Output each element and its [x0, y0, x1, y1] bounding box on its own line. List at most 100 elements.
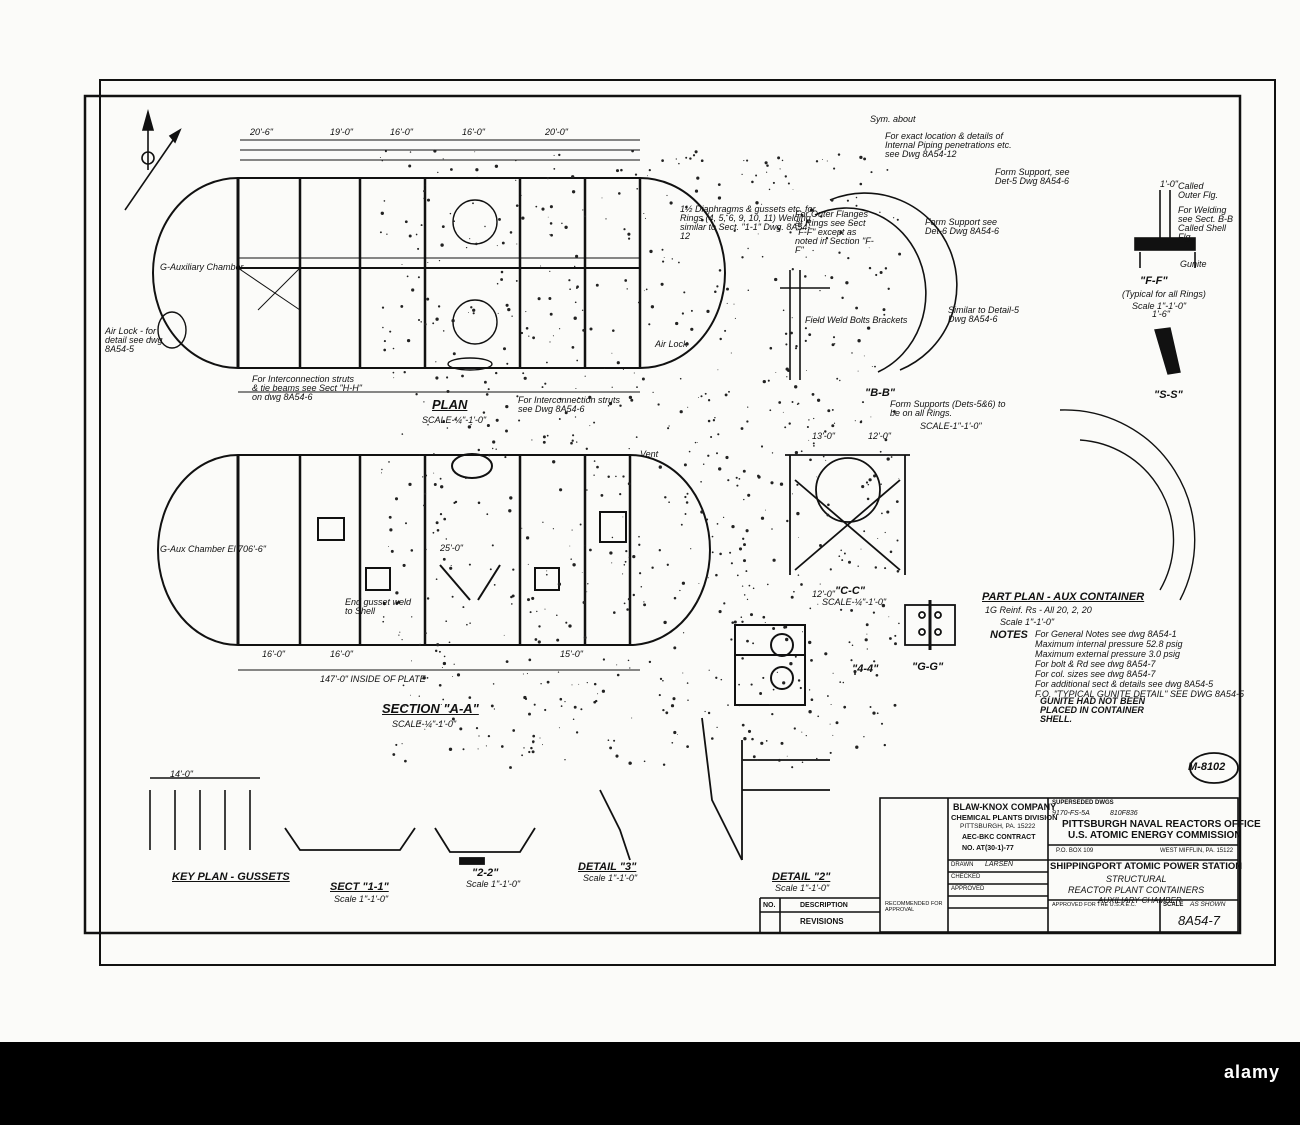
speckle-dot: [520, 331, 524, 335]
ss-title: "S-S": [1154, 389, 1183, 401]
speckle-dot: [616, 673, 620, 677]
speckle-dot: [648, 660, 652, 664]
speckle-dot: [540, 265, 542, 267]
speckle-dot: [772, 688, 775, 691]
speckle-dot: [797, 679, 801, 682]
speckle-dot: [623, 228, 626, 231]
tb-city: PITTSBURGH, PA. 15222: [960, 823, 1036, 830]
speckle-dot: [424, 492, 427, 495]
speckle-dot: [604, 367, 606, 369]
speckle-dot: [381, 468, 383, 471]
north-arrow: [124, 109, 182, 211]
speckle-dot: [875, 673, 879, 677]
speckle-dot: [581, 309, 584, 311]
speckle-dot: [475, 168, 479, 172]
speckle-dot: [779, 482, 784, 486]
speckle-dot: [564, 225, 568, 229]
speckle-dot: [537, 297, 541, 301]
speckle-dot: [595, 283, 599, 287]
speckle-dot: [628, 395, 633, 400]
speckle-dot: [872, 711, 876, 715]
speckle-dot: [445, 620, 448, 623]
speckle-dot: [652, 391, 654, 394]
speckle-dot: [868, 266, 872, 270]
speckle-dot: [531, 439, 533, 441]
speckle-dot: [701, 206, 704, 210]
ff-note: (Typical for all Rings): [1122, 289, 1206, 299]
speckle-dot: [442, 330, 445, 332]
speckle-dot: [649, 249, 653, 254]
speckle-dot: [528, 712, 531, 716]
speckle-dot: [786, 519, 789, 523]
speckle-dot: [406, 338, 411, 343]
speckle-dot: [585, 447, 588, 450]
speckle-dot: [422, 676, 426, 680]
speckle-dot: [636, 386, 638, 388]
speckle-dot: [576, 441, 578, 443]
aux-chamber-section-label: G-Aux Chamber El 706'-6": [160, 544, 266, 554]
speckle-dot: [797, 574, 800, 576]
speckle-dot: [833, 343, 836, 345]
speckle-dot: [381, 306, 385, 309]
interconnection-1-note: For Interconnection struts & tie beams s…: [252, 374, 362, 402]
speckle-dot: [794, 385, 798, 389]
speckle-dot: [830, 276, 834, 280]
speckle-dot: [438, 683, 442, 687]
speckle-dot: [857, 339, 861, 343]
speckle-dot: [817, 715, 820, 718]
speckle-dot: [832, 672, 834, 674]
speckle-dot: [435, 361, 437, 363]
dim-14: 1'-0": [1160, 179, 1178, 189]
speckle-dot: [627, 659, 630, 662]
speckle-dot: [577, 397, 580, 400]
speckle-dot: [759, 692, 763, 695]
speckle-dot: [760, 516, 765, 520]
speckle-dot: [569, 288, 571, 291]
sect-11-title: SECT "1-1": [330, 881, 389, 893]
speckle-dot: [819, 215, 823, 218]
speckle-dot: [389, 528, 393, 532]
speckle-dot: [638, 535, 640, 538]
cc-detail: [785, 454, 910, 575]
speckle-dot: [812, 442, 815, 445]
speckle-dot: [880, 483, 882, 485]
speckle-dot: [426, 198, 431, 202]
dim-2: 19'-0": [330, 127, 353, 137]
speckle-dot: [704, 710, 706, 713]
speckle-dot: [511, 594, 515, 598]
speckle-dot: [615, 754, 619, 758]
speckle-dot: [546, 680, 550, 684]
speckle-dot: [833, 422, 836, 424]
speckle-dot: [760, 741, 764, 745]
speckle-dot: [793, 590, 795, 593]
speckle-dot: [866, 633, 868, 635]
speckle-dot: [574, 416, 577, 418]
speckle-dot: [766, 171, 768, 173]
speckle-dot: [716, 285, 719, 288]
speckle-dot: [487, 388, 490, 391]
tb-drawn-label: DRAWN: [951, 862, 974, 868]
speckle-dot: [449, 212, 452, 215]
speckle-dot: [402, 563, 406, 567]
speckle-dot: [860, 548, 862, 550]
speckle-dot: [716, 452, 718, 455]
speckle-dot: [505, 429, 508, 433]
speckle-dot: [466, 623, 468, 626]
speckle-dot: [441, 225, 445, 229]
speckle-dot: [493, 584, 496, 586]
speckle-dot: [389, 330, 392, 333]
speckle-dot: [475, 727, 479, 730]
speckle-dot: [404, 220, 408, 224]
speckle-dot: [826, 513, 830, 517]
speckle-dot: [546, 361, 548, 364]
speckle-dot: [865, 481, 869, 484]
speckle-dot: [816, 757, 818, 760]
speckle-dot: [896, 218, 899, 221]
speckle-dot: [809, 607, 812, 610]
speckle-dot: [587, 583, 589, 585]
speckle-dot: [411, 616, 413, 618]
speckle-dot: [505, 303, 509, 307]
speckle-dot: [607, 405, 610, 407]
speckle-dot: [612, 329, 615, 332]
speckle-dot: [835, 721, 839, 725]
